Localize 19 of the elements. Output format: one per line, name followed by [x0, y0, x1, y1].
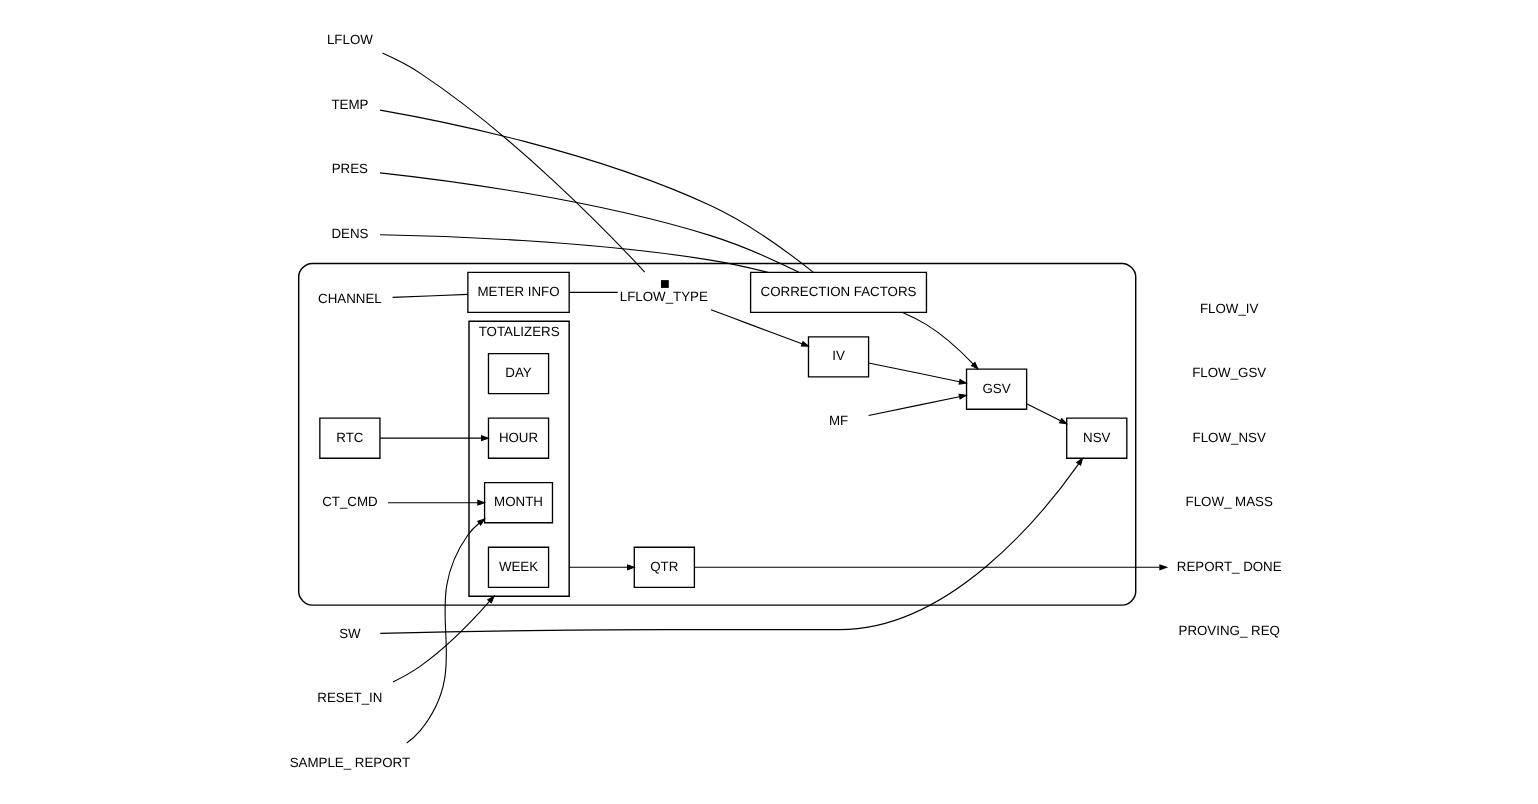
connector — [379, 234, 769, 273]
node-switch — [661, 280, 669, 288]
connector — [379, 172, 800, 273]
connector — [379, 109, 814, 273]
arrow — [868, 393, 968, 417]
arrow — [868, 362, 968, 385]
arrow — [406, 518, 486, 744]
connector — [568, 291, 619, 293]
connector — [381, 52, 646, 273]
arrow — [902, 311, 979, 371]
arrow — [710, 309, 811, 347]
arrow — [379, 435, 490, 442]
arrow — [1026, 403, 1069, 425]
arrow — [392, 594, 496, 683]
connector — [392, 293, 469, 298]
arrow — [568, 564, 636, 571]
arrow — [693, 564, 1169, 571]
arrow — [387, 499, 487, 506]
arrow — [379, 456, 1084, 634]
